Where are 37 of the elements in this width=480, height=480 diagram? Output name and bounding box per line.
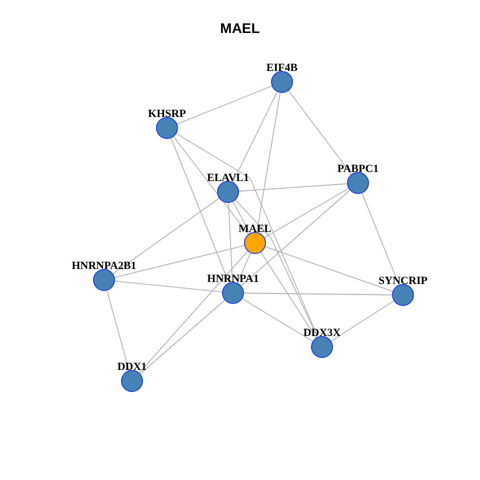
edge-line [264, 246, 394, 292]
node-label: PABPC1 [337, 163, 379, 175]
edge-line [256, 92, 281, 233]
node-label: HNRNPA1 [207, 273, 259, 285]
node-label: KHSRP [148, 108, 186, 120]
edge-line [138, 250, 248, 374]
node-label: EIF4B [266, 62, 298, 74]
edge-line [232, 201, 250, 234]
node-label: HNRNPA2B1 [72, 260, 136, 272]
node-label: SYNCRIP [378, 275, 428, 287]
edge-line [240, 190, 350, 286]
edge-line [170, 138, 230, 284]
edge-line [112, 198, 220, 274]
node-label: DDX3X [303, 327, 341, 339]
edge-line [106, 290, 130, 371]
node-label: DDX1 [117, 361, 147, 373]
edge-line [330, 300, 394, 342]
node-label: ELAVL1 [207, 172, 249, 184]
node-label: MAEL [238, 223, 272, 235]
edge-line [228, 202, 233, 282]
edge-line [114, 245, 245, 278]
edge-line [235, 200, 318, 338]
edge-line [114, 280, 222, 292]
edge-line [362, 192, 400, 286]
edge-line [176, 133, 318, 338]
edge-line [236, 252, 252, 284]
edge-line [173, 136, 249, 235]
edge-line [176, 86, 272, 124]
edge-line [140, 300, 226, 374]
edge-line [288, 90, 352, 175]
edge-line [238, 183, 348, 192]
chart-title: MAEL [219, 20, 261, 36]
edge-line [260, 252, 316, 338]
edge-line [244, 292, 392, 296]
edge-line [264, 188, 349, 238]
edge-line [242, 298, 314, 342]
edge-line [232, 91, 278, 183]
